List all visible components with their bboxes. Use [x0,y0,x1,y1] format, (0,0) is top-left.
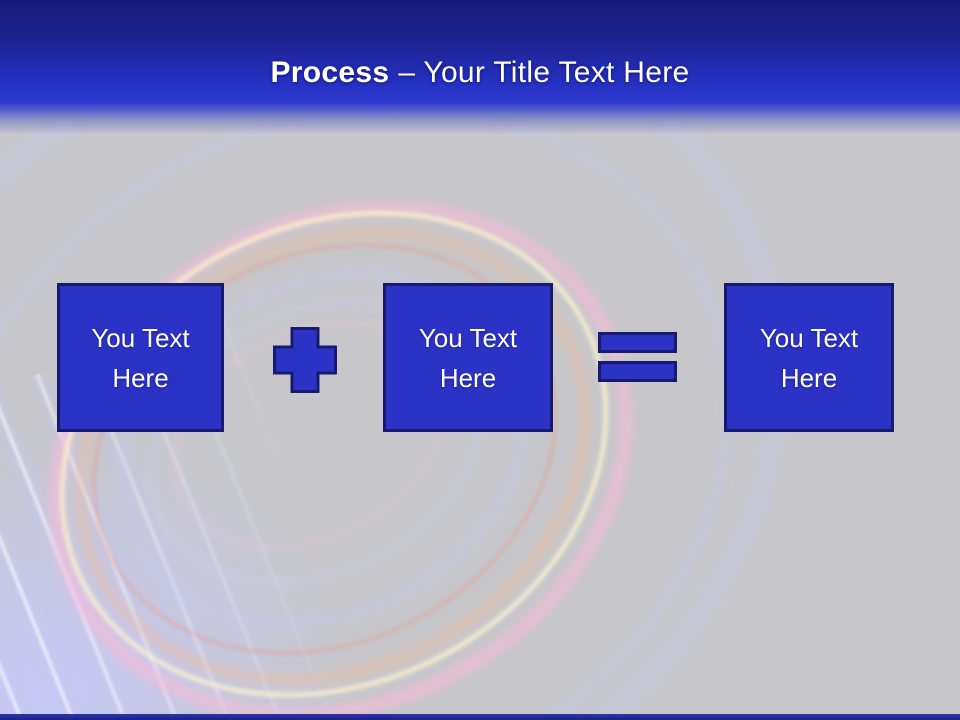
equals-operator-icon [598,332,677,382]
plus-operator-icon [273,327,337,393]
process-box-2[interactable]: You Text Here [383,283,553,432]
process-box-1[interactable]: You Text Here [57,283,224,432]
title-keyword: Process [270,56,390,89]
diagonal-streaks [0,195,704,720]
swirl-ring-inner-lavender [56,201,592,697]
process-box-2-label: You Text Here [418,322,518,393]
title-placeholder-text: – Your Title Text Here [398,56,690,89]
process-box-3-label: You Text Here [759,322,859,393]
equals-bar-top [598,332,677,353]
swirl-ring-red [21,165,629,720]
equals-bar-bottom [598,361,677,382]
process-box-1-label: You Text Here [91,322,190,393]
slide-title[interactable]: Process– Your Title Text Here [0,56,960,90]
title-bar: Process– Your Title Text Here [0,0,960,135]
process-box-3[interactable]: You Text Here [724,283,894,432]
footer-bar [0,714,960,720]
